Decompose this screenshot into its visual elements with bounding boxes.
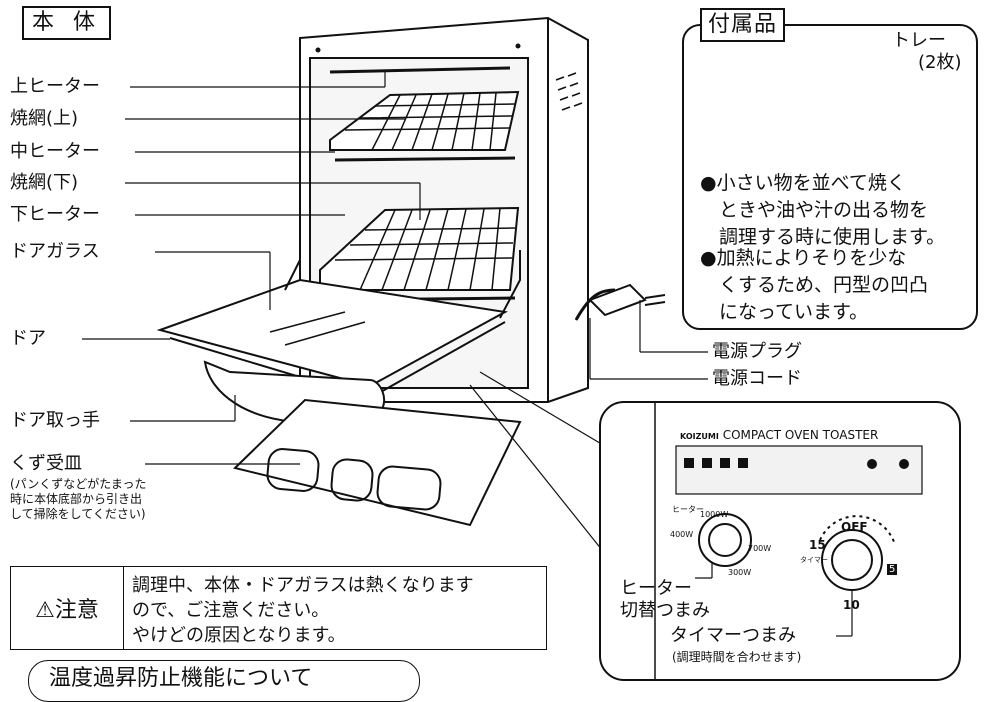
accessory-bullet-2: ●加熱によりそりを少な くするため、円型の凹凸 になっています。 — [700, 245, 972, 326]
watt-700: 700W — [748, 544, 772, 553]
caution-text: 調理中、本体・ドアガラスは熱くなります ので、ご注意ください。 やけどの原因とな… — [124, 567, 482, 649]
bullet-line: くするため、円型の凹凸 — [700, 274, 929, 296]
crumb-note-line: (パンくずなどがたまった — [10, 477, 147, 491]
control-panel-brand: KOIZUMI COMPACT OVEN TOASTER — [680, 428, 878, 442]
timer-off: OFF — [841, 520, 868, 534]
heater-mark: ヒーター — [672, 505, 704, 514]
label-heater-switch: ヒーター 切替つまみ — [620, 578, 710, 622]
caution-box: ⚠注意 調理中、本体・ドアガラスは熱くなります ので、ご注意ください。 やけどの… — [10, 566, 547, 650]
label-timer-knob: タイマーつまみ — [670, 625, 796, 646]
accessories-title-text: 付属品 — [708, 12, 778, 37]
label-rack-lower: 焼網(下) — [10, 172, 79, 193]
timer-15: 15 — [809, 538, 826, 552]
title-text: 本 体 — [32, 10, 101, 35]
label-upper-heater: 上ヒーター — [10, 76, 100, 97]
watt-1000: 1000W — [700, 510, 729, 519]
crumb-note: (パンくずなどがたまった 時に本体底部から引き出 して掃除をしてください) — [10, 477, 146, 522]
caution-heading: ⚠注意 — [11, 567, 124, 649]
heater-switch-line: ヒーター — [620, 578, 692, 599]
label-door-glass: ドアガラス — [10, 241, 100, 262]
label-door-handle: ドア取っ手 — [10, 410, 100, 431]
timer-mark: タイマー — [800, 556, 828, 564]
accessories-title: 付属品 — [700, 8, 786, 42]
caution-line: ので、ご注意ください。 — [132, 600, 330, 621]
crumb-note-line: 時に本体底部から引き出 — [10, 492, 143, 506]
page-title: 本 体 — [22, 6, 111, 40]
timer-5: 5 — [887, 564, 898, 575]
crumb-note-line: して掃除をしてください) — [10, 507, 146, 521]
label-tray: トレー — [892, 30, 946, 51]
label-tray-count: (2枚) — [918, 52, 962, 73]
label-door: ドア — [10, 328, 46, 349]
accessory-bullet-1: ●小さい物を並べて焼く ときや油や汁の出る物を 調理する時に使用します。 — [700, 170, 972, 251]
watt-400: 400W — [670, 530, 694, 539]
timer-note: (調理時間を合わせます) — [672, 650, 802, 664]
watt-300: 300W — [728, 568, 752, 577]
bullet-line: ときや油や汁の出る物を — [700, 199, 929, 221]
oven-illustration — [82, 16, 972, 681]
bullet-line: ●小さい物を並べて焼く — [700, 172, 906, 194]
overheat-heading-text: 温度過昇防止機能について — [49, 666, 313, 691]
brand-logo: KOIZUMI — [680, 432, 719, 441]
bullet-line: 調理する時に使用します。 — [700, 226, 946, 248]
heater-switch-line: 切替つまみ — [620, 600, 710, 621]
label-middle-heater: 中ヒーター — [10, 141, 100, 162]
label-power-cord: 電源コード — [712, 368, 802, 389]
section-heading-overheat: 温度過昇防止機能について — [28, 660, 420, 702]
timer-10: 10 — [843, 598, 860, 612]
accessories-box — [682, 24, 978, 330]
label-lower-heater: 下ヒーター — [10, 204, 100, 225]
caution-line: 調理中、本体・ドアガラスは熱くなります — [132, 575, 474, 596]
model-name: COMPACT OVEN TOASTER — [722, 428, 879, 442]
bullet-line: になっています。 — [700, 301, 869, 323]
label-rack-upper: 焼網(上) — [10, 108, 79, 129]
bullet-line: ●加熱によりそりを少な — [700, 247, 907, 269]
label-power-plug: 電源プラグ — [712, 341, 802, 362]
caution-line: やけどの原因となります。 — [132, 625, 346, 646]
label-crumb-tray: くず受皿 — [10, 453, 82, 474]
